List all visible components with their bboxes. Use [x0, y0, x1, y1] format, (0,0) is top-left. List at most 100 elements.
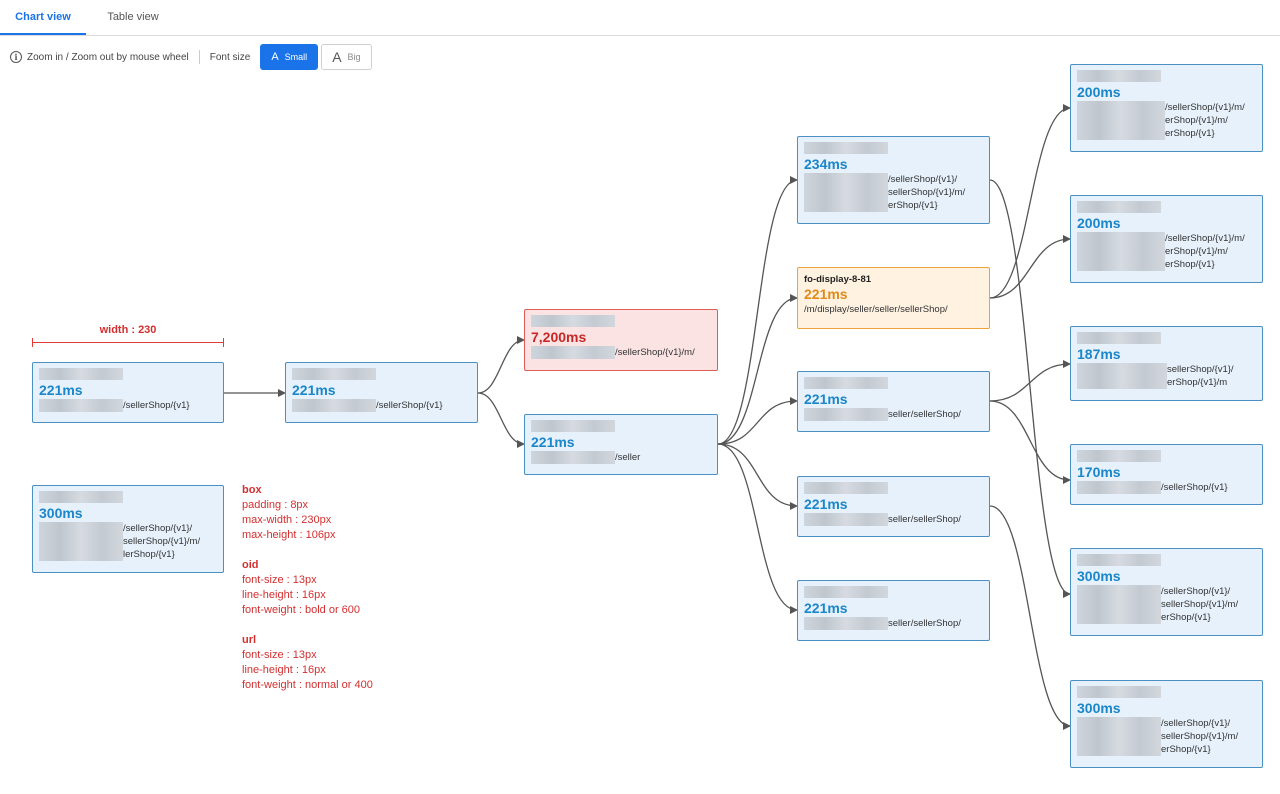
width-annotation-line [32, 338, 224, 347]
node-url: /sellerShop/{v1}/ sellerShop/{v1}/m/ erS… [888, 174, 966, 211]
font-big-icon: A [332, 49, 342, 65]
node-duration: 221ms [804, 496, 848, 512]
style-annotation: box padding : 8px max-width : 230px max-… [242, 483, 373, 693]
redacted-oid [1077, 686, 1161, 698]
redacted-url [531, 346, 615, 359]
node-n4[interactable]: 7,200ms /sellerShop/{v1}/m/ [524, 309, 718, 371]
font-small-button[interactable]: A Small [260, 44, 319, 70]
url-line: font-size : 13px [242, 649, 317, 661]
redacted-url [292, 399, 376, 412]
node-duration: 7,200ms [531, 329, 587, 345]
node-n9[interactable]: 221ms seller/sellerShop/ [797, 476, 990, 537]
redacted-oid [804, 482, 888, 494]
oid-line: font-weight : bold or 600 [242, 604, 361, 616]
node-n5[interactable]: 221ms /seller [524, 414, 718, 475]
font-small-icon: A [271, 51, 279, 63]
node-duration: 221ms [804, 286, 848, 302]
node-url: sellerShop/{v1}/ erShop/{v1}/m [1167, 364, 1234, 388]
oid-line: line-height : 16px [242, 589, 326, 601]
node-n11[interactable]: 200ms /sellerShop/{v1}/m/ erShop/{v1}/m/… [1070, 64, 1263, 152]
redacted-oid [531, 420, 615, 432]
edge-n5-n10 [717, 443, 798, 614]
redacted-url [804, 408, 888, 421]
edge-n9-n16 [989, 505, 1071, 730]
node-url: /sellerShop/{v1}/m/ erShop/{v1}/m/ erSho… [1165, 102, 1245, 139]
node-url: /sellerShop/{v1}/m/ [615, 347, 695, 358]
node-duration: 200ms [1077, 84, 1121, 100]
box-line: padding : 8px [242, 499, 309, 511]
redacted-oid [1077, 70, 1161, 82]
redacted-oid [1077, 201, 1161, 213]
url-title: url [242, 634, 257, 646]
redacted-url [1077, 481, 1161, 494]
box-line: max-height : 106px [242, 529, 336, 541]
tab-chart-view[interactable]: Chart view [0, 0, 86, 35]
edge-n7-n12 [989, 235, 1071, 299]
node-duration: 221ms [292, 382, 336, 398]
redacted-oid [1077, 332, 1161, 344]
edge-n5-n9 [717, 443, 798, 510]
oid-title: oid [242, 559, 259, 571]
zoom-hint: Zoom in / Zoom out by mouse wheel [27, 51, 189, 63]
redacted-url [804, 513, 888, 526]
node-n14[interactable]: 170ms /sellerShop/{v1} [1070, 444, 1263, 505]
node-url: seller/sellerShop/ [888, 409, 961, 420]
edge-n8-n14 [989, 400, 1071, 484]
redacted-url [39, 399, 123, 412]
oid-line: font-size : 13px [242, 574, 317, 586]
node-url: seller/sellerShop/ [888, 514, 961, 525]
node-url: /seller [615, 452, 641, 463]
node-url: /sellerShop/{v1} [1161, 482, 1228, 493]
node-url: /m/display/seller/seller/sellerShop/ [804, 304, 948, 315]
font-small-label: Small [284, 52, 308, 62]
redacted-url [1077, 585, 1161, 624]
node-n6[interactable]: 234ms /sellerShop/{v1}/ sellerShop/{v1}/… [797, 136, 990, 224]
node-url: /sellerShop/{v1} [123, 400, 190, 411]
node-url: /sellerShop/{v1}/ sellerShop/{v1}/m/ ler… [123, 523, 201, 560]
box-line: max-width : 230px [242, 514, 332, 526]
node-url: seller/sellerShop/ [888, 618, 961, 629]
node-duration: 300ms [1077, 700, 1121, 716]
redacted-url [531, 451, 615, 464]
redacted-oid [804, 142, 888, 154]
node-url: /sellerShop/{v1}/m/ erShop/{v1}/m/ erSho… [1165, 233, 1245, 270]
node-n10[interactable]: 221ms seller/sellerShop/ [797, 580, 990, 641]
redacted-url [804, 173, 888, 212]
node-n12[interactable]: 200ms /sellerShop/{v1}/m/ erShop/{v1}/m/… [1070, 195, 1263, 283]
redacted-url [39, 522, 123, 561]
node-oid: fo-display-8-81 [804, 274, 872, 285]
edge-n2-n5 [477, 392, 525, 448]
edge-n5-n8 [717, 397, 798, 445]
node-n7[interactable]: fo-display-8-81 221ms /m/display/seller/… [797, 267, 990, 329]
node-url: /sellerShop/{v1}/ sellerShop/{v1}/m/ erS… [1161, 586, 1239, 623]
box-title: box [242, 484, 262, 496]
node-n15[interactable]: 300ms /sellerShop/{v1}/ sellerShop/{v1}/… [1070, 548, 1263, 636]
node-n16[interactable]: 300ms /sellerShop/{v1}/ sellerShop/{v1}/… [1070, 680, 1263, 768]
toolbar: i Zoom in / Zoom out by mouse wheel Font… [10, 44, 372, 70]
node-n13[interactable]: 187ms sellerShop/{v1}/ erShop/{v1}/m [1070, 326, 1263, 401]
node-n8[interactable]: 221ms seller/sellerShop/ [797, 371, 990, 432]
node-n2[interactable]: 221ms /sellerShop/{v1} [285, 362, 478, 423]
tab-table-view[interactable]: Table view [107, 11, 159, 23]
node-n1[interactable]: 221ms /sellerShop/{v1} [32, 362, 224, 423]
node-duration: 300ms [1077, 568, 1121, 584]
redacted-oid [804, 377, 888, 389]
node-duration: 300ms [39, 505, 83, 521]
edge-n5-n7 [717, 294, 798, 445]
edge-n5-n6 [717, 176, 798, 445]
node-n3[interactable]: 300ms /sellerShop/{v1}/ sellerShop/{v1}/… [32, 485, 224, 573]
redacted-oid [1077, 554, 1161, 566]
font-big-button[interactable]: A Big [321, 44, 372, 70]
width-annotation-label: width : 230 [99, 324, 157, 336]
redacted-url [1077, 232, 1165, 271]
edge-n6-n15 [989, 179, 1071, 598]
redacted-url [1077, 363, 1167, 389]
redacted-url [1077, 717, 1161, 756]
redacted-oid [804, 586, 888, 598]
node-duration: 200ms [1077, 215, 1121, 231]
font-size-label: Font size [209, 51, 251, 63]
view-tabs: Chart view Table view [0, 0, 1280, 36]
toolbar-divider [198, 50, 200, 64]
url-line: line-height : 16px [242, 664, 326, 676]
